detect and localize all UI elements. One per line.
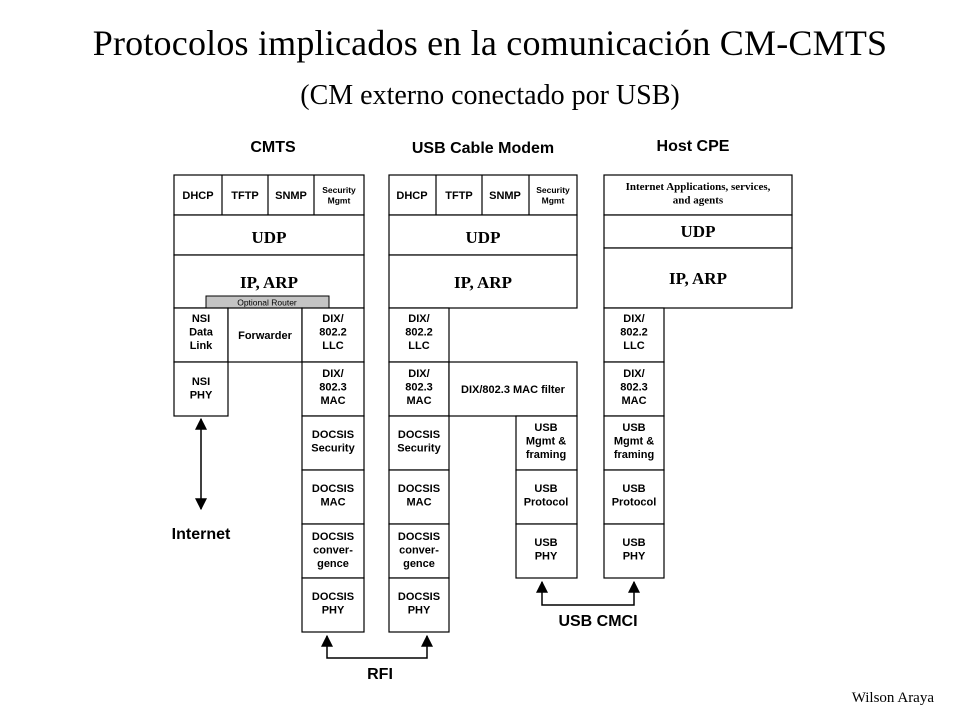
cm-tftp-label: TFTP	[445, 190, 473, 202]
usb-cmci-link: USB CMCI	[536, 580, 640, 630]
cmts-optional-router-label: Optional Router	[237, 298, 297, 308]
cm-dhcp-label: DHCP	[396, 190, 427, 202]
host-cpe-column-header: Host CPE	[657, 138, 730, 155]
host-cpe-stack: Internet Applications, services,and agen…	[603, 174, 793, 579]
cmts-forwarder-label: Forwarder	[238, 330, 293, 342]
usb-cmci-label: USB CMCI	[558, 613, 637, 630]
rfi-link: RFI	[321, 634, 433, 683]
cm-mac-filter-label: DIX/802.3 MAC filter	[461, 384, 566, 396]
cm-udp-label: UDP	[466, 228, 501, 247]
internet-label: Internet	[172, 526, 231, 543]
cable-modem-column-header: USB Cable Modem	[412, 140, 554, 157]
host-applications-label: Internet Applications, services,and agen…	[626, 181, 771, 206]
slide-subtitle: (CM externo conectado por USB)	[300, 80, 680, 111]
cm-ip-arp-label: IP, ARP	[454, 273, 512, 292]
author-credit: Wilson Araya	[851, 690, 934, 706]
cm-snmp-label: SNMP	[489, 190, 521, 202]
cmts-column-header: CMTS	[250, 139, 296, 156]
slide-title: Protocolos implicados en la comunicación…	[92, 23, 888, 63]
cmts-ip-arp-label: IP, ARP	[240, 273, 298, 292]
cmts-snmp-label: SNMP	[275, 190, 307, 202]
host-udp-label: UDP	[681, 222, 716, 241]
cmts-dhcp-label: DHCP	[182, 190, 213, 202]
cmts-tftp-label: TFTP	[231, 190, 259, 202]
internet-link: Internet	[172, 417, 231, 543]
cmts-udp-label: UDP	[252, 228, 287, 247]
host-ip-arp-label: IP, ARP	[669, 269, 727, 288]
rfi-label: RFI	[367, 666, 393, 683]
